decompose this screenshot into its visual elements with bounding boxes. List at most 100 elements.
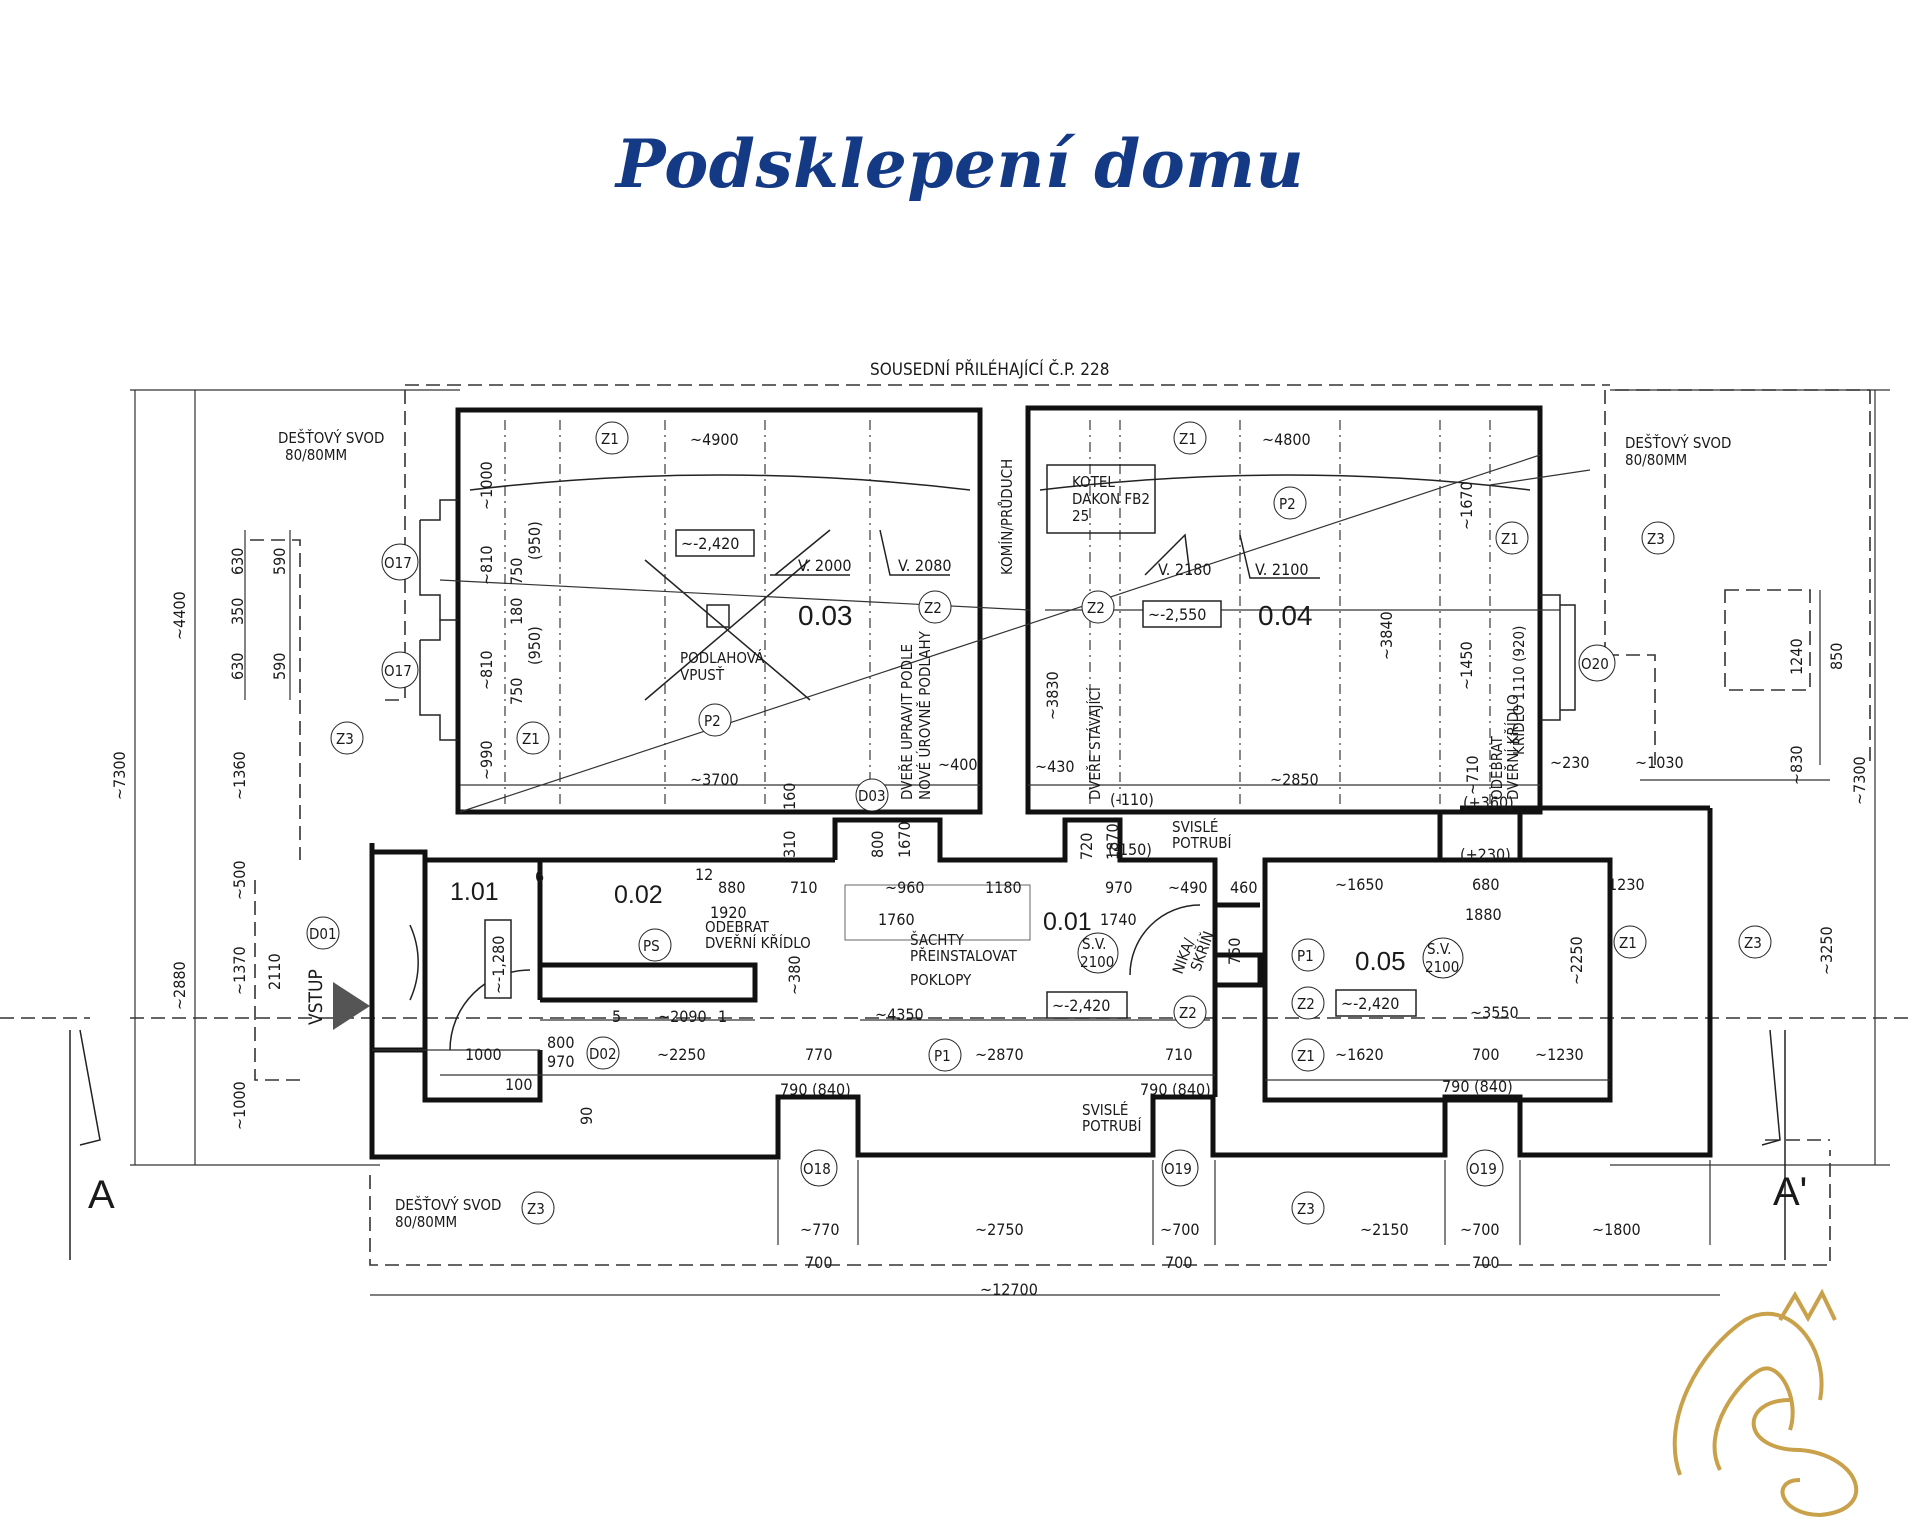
svg-text:~960: ~960: [885, 878, 925, 897]
svg-text:1920: 1920: [710, 903, 747, 922]
svg-text:DVEŘE STÁVAJÍCÍ: DVEŘE STÁVAJÍCÍ: [1085, 687, 1104, 800]
svg-text:~7300: ~7300: [110, 751, 129, 800]
tag-z3-a: Z3: [330, 721, 364, 755]
tag-z3-d: Z3: [521, 1191, 555, 1225]
svg-text:NOVÉ ÚROVNĚ PODLAHY: NOVÉ ÚROVNĚ PODLAHY: [915, 630, 934, 800]
svg-text:D01: D01: [309, 925, 337, 943]
svg-text:V. 2080: V. 2080: [898, 556, 952, 575]
svg-text:750: 750: [507, 678, 526, 705]
svg-text:V. 2100: V. 2100: [1255, 560, 1309, 579]
tag-z1-b: Z1: [1173, 421, 1207, 455]
svg-text:~1000: ~1000: [230, 1081, 249, 1130]
svg-text:~700: ~700: [1160, 1220, 1200, 1239]
svg-text:790 (840): 790 (840): [1442, 1077, 1513, 1096]
svg-text:770: 770: [805, 1045, 832, 1064]
svg-text:12: 12: [695, 865, 713, 884]
svg-text:850: 850: [1827, 643, 1846, 670]
svg-text:180: 180: [507, 598, 526, 625]
svg-text:630: 630: [228, 548, 247, 575]
svg-text:V. 2180: V. 2180: [1158, 560, 1212, 579]
svg-text:700: 700: [1472, 1045, 1499, 1064]
tag-z1-d: Z1: [516, 721, 550, 755]
room-0-02: 0.02: [614, 881, 663, 909]
svg-text:~3840: ~3840: [1377, 611, 1396, 660]
svg-text:5: 5: [612, 1007, 621, 1026]
svg-text:P2: P2: [1279, 495, 1296, 513]
svg-text:~2150: ~2150: [1360, 1220, 1409, 1239]
left-windows: [419, 499, 1576, 741]
svg-text:~2750: ~2750: [975, 1220, 1024, 1239]
room-1-01: 1.01: [450, 878, 499, 906]
tag-p1-b: P1: [1291, 938, 1325, 972]
svg-text:1740: 1740: [1100, 910, 1137, 929]
svg-text:~770: ~770: [800, 1220, 840, 1239]
tag-z2-a: Z2: [918, 590, 952, 624]
svg-text:~1800: ~1800: [1592, 1220, 1641, 1239]
svg-text:D02: D02: [589, 1045, 617, 1063]
svg-text:KOMÍN/PRŮDUCH: KOMÍN/PRŮDUCH: [997, 459, 1016, 575]
svg-text:~380: ~380: [785, 955, 804, 995]
svg-text:1670: 1670: [895, 821, 914, 858]
tag-o17-b: O17: [381, 651, 419, 689]
svg-text:Z2: Z2: [1179, 1004, 1197, 1022]
tag-z1-a: Z1: [595, 421, 629, 455]
svg-text:PODLAHOVÁ: PODLAHOVÁ: [680, 648, 765, 667]
svg-text:~-2,420: ~-2,420: [1341, 994, 1399, 1013]
svg-text:590: 590: [270, 653, 289, 680]
svg-text:Z2: Z2: [924, 599, 942, 617]
svg-text:S.V.: S.V.: [1082, 935, 1106, 953]
svg-text:~4900: ~4900: [690, 430, 739, 449]
tag-o19-b: O19: [1466, 1149, 1504, 1187]
svg-text:Z3: Z3: [1744, 934, 1762, 952]
svg-text:P2: P2: [704, 712, 721, 730]
tag-d02: D02: [586, 1036, 620, 1070]
svg-text:(+360): (+360): [1463, 793, 1514, 812]
svg-text:PŘEINSTALOVAT: PŘEINSTALOVAT: [910, 946, 1018, 965]
svg-text:80/80MM: 80/80MM: [1625, 451, 1687, 469]
tag-d03: D03: [855, 778, 889, 812]
svg-text:~490: ~490: [1168, 878, 1208, 897]
svg-text:S.V.: S.V.: [1427, 940, 1451, 958]
svg-text:800: 800: [868, 831, 887, 858]
svg-text:Z1: Z1: [522, 730, 540, 748]
svg-text:ŠACHTY: ŠACHTY: [910, 930, 965, 949]
logo-icon: [1672, 1288, 1859, 1518]
svg-text:~4350: ~4350: [875, 1005, 924, 1024]
svg-text:DEŠŤOVÝ SVOD: DEŠŤOVÝ SVOD: [1625, 433, 1731, 452]
tags: Z1 Z1 Z1 Z1 Z1 Z1 Z2 Z2 Z2 Z2 Z3 Z3 Z3 Z…: [306, 421, 1772, 1225]
tag-z3-b: Z3: [1641, 521, 1675, 555]
svg-text:~430: ~430: [1035, 757, 1075, 776]
svg-text:POTRUBÍ: POTRUBÍ: [1082, 1116, 1142, 1135]
dimension-lines: [130, 389, 1890, 1296]
svg-text:~1620: ~1620: [1335, 1045, 1384, 1064]
svg-text:SVISLÉ: SVISLÉ: [1082, 1100, 1128, 1119]
svg-text:710: 710: [790, 878, 817, 897]
tag-z2-b: Z2: [1081, 590, 1115, 624]
svg-text:310: 310: [780, 831, 799, 858]
svg-text:1760: 1760: [878, 910, 915, 929]
svg-text:1230: 1230: [1608, 875, 1645, 894]
svg-text:(-150): (-150): [1108, 840, 1152, 859]
svg-text:(950): (950): [525, 521, 544, 560]
svg-text:Z2: Z2: [1087, 599, 1105, 617]
svg-text:~-2,420: ~-2,420: [1052, 996, 1110, 1015]
section-arrows: [69, 904, 1786, 1260]
tag-p2-b: P2: [1273, 486, 1307, 520]
notes: SOUSEDNÍ PŘILÉHAJÍCÍ Č.P. 228 DEŠŤOVÝ SV…: [278, 358, 1731, 1231]
tag-ps: PS: [638, 928, 672, 962]
room-0-01: 0.01: [1043, 908, 1092, 936]
svg-text:Z3: Z3: [336, 730, 354, 748]
svg-text:~1360: ~1360: [230, 751, 249, 800]
tag-o17-a: O17: [381, 543, 419, 581]
svg-text:O20: O20: [1581, 655, 1609, 673]
svg-text:~1000: ~1000: [477, 461, 496, 510]
tag-z1-e: Z1: [1613, 925, 1647, 959]
svg-text:POKLOPY: POKLOPY: [910, 971, 972, 989]
svg-text:1000: 1000: [465, 1045, 502, 1064]
svg-text:D03: D03: [858, 787, 886, 805]
page-title: Podsklepení domu: [615, 125, 1305, 203]
dimension-texts: ~4900 ~4800 ~3700 ~2850 ~4400 ~7300 ~288…: [110, 430, 1869, 1299]
svg-text:790 (840): 790 (840): [1140, 1080, 1211, 1099]
svg-text:80/80MM: 80/80MM: [395, 1213, 457, 1231]
